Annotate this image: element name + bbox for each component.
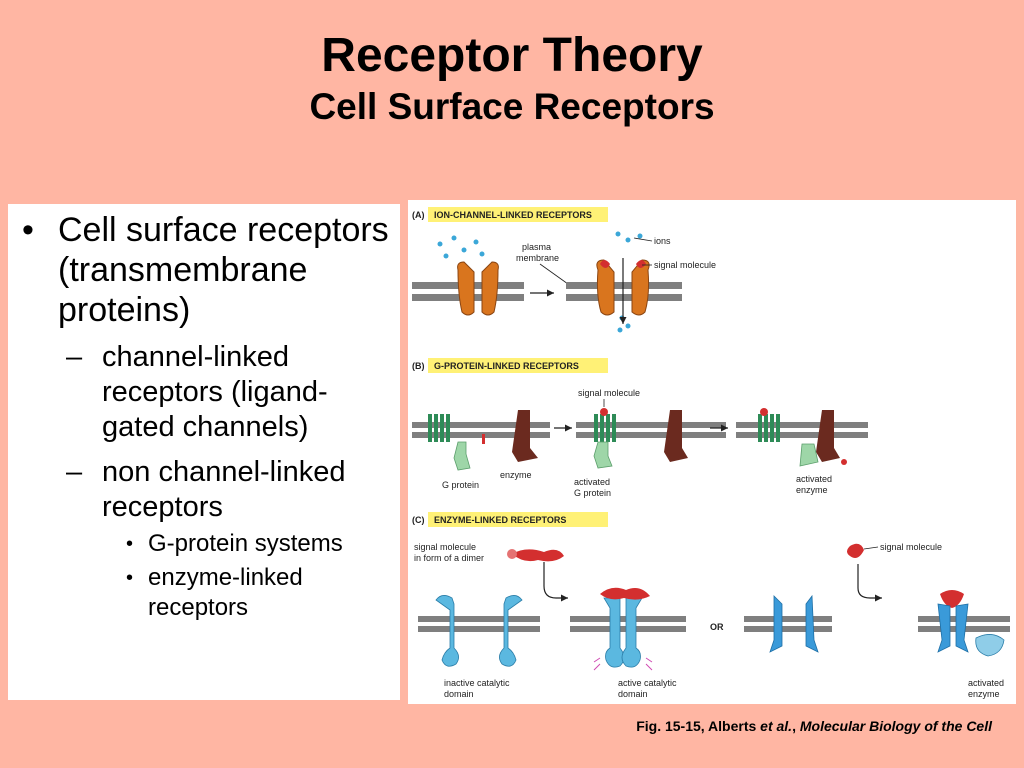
receptor-diagram: (A) ION-CHANNEL-LINKED RECEPTORS plasma … [412, 207, 1010, 699]
open-ion-channel [596, 259, 650, 316]
active-receptor-pair [603, 597, 643, 668]
panel-a-heading: ION-CHANNEL-LINKED RECEPTORS [434, 210, 592, 220]
enzyme-2 [664, 410, 688, 462]
panel-c-letter: (C) [412, 515, 425, 525]
panel-a-heading-highlight [428, 207, 608, 222]
ions-pointer [633, 237, 653, 242]
monomer-receptors [769, 594, 819, 653]
panel-b-heading-highlight [428, 358, 608, 373]
bullet-sub-1-text: channel-linked receptors (ligand-gated c… [102, 341, 328, 443]
label-inactive-1: inactive catalytic [444, 678, 510, 688]
bullet-dash: – [66, 341, 83, 373]
title-block: Receptor Theory Cell Surface Receptors [0, 28, 1024, 130]
panel-b-heading: G-PROTEIN-LINKED RECEPTORS [434, 361, 579, 371]
enzyme-activity-icon [841, 459, 847, 465]
bullet-dot: • [126, 533, 134, 555]
caption-separator: , [792, 718, 800, 734]
label-signal-dimer-1: signal molecule [414, 542, 476, 552]
signal-dimer-end [507, 549, 517, 559]
label-active-2: domain [618, 689, 648, 699]
label-membrane: membrane [516, 253, 559, 263]
gpcr-receptor-1 [428, 414, 450, 442]
caption-book: Molecular Biology of the Cell [799, 718, 992, 734]
slide-title: Receptor Theory [321, 29, 703, 82]
membrane-b-middle [576, 422, 726, 438]
signal-dimer [512, 549, 564, 562]
label-or: OR [710, 622, 724, 632]
label-activated-1: activated [574, 477, 610, 487]
bullet-text-box: • Cell surface receptors (transmembrane … [8, 204, 400, 700]
signal-molecule-b2 [760, 408, 768, 416]
activated-enzyme-b [816, 410, 840, 462]
label-activated-enzyme-c-1: activated [968, 678, 1004, 688]
membrane-pointer [539, 263, 569, 285]
signal-molecule-b [600, 408, 608, 416]
slide-subtitle: Cell Surface Receptors [309, 86, 715, 127]
label-signal-dimer-2: in form of a dimer [414, 553, 484, 563]
panel-c-heading: ENZYME-LINKED RECEPTORS [434, 515, 566, 525]
bullet-main: • Cell surface receptors (transmembrane … [8, 210, 400, 330]
label-ions: ions [654, 236, 671, 246]
gpcr-receptor-2 [594, 414, 616, 442]
signal-molecule-c [847, 543, 864, 558]
bound-signal-dimer [600, 587, 650, 600]
label-signal-molecule-c: signal molecule [880, 542, 942, 552]
receptor-figure: (A) ION-CHANNEL-LINKED RECEPTORS plasma … [408, 200, 1016, 704]
bullet-sub-2: – non channel-linked receptors [8, 455, 400, 525]
arrow-c-1 [543, 562, 568, 602]
bullet-sub-2-text: non channel-linked receptors [102, 456, 346, 523]
enzyme-1 [512, 410, 538, 462]
closed-ion-channel [457, 261, 499, 316]
bound-g-protein [799, 443, 819, 467]
membrane-c-left [418, 616, 540, 632]
activated-g-protein [593, 441, 613, 469]
panel-b-letter: (B) [412, 361, 425, 371]
membrane-a-right [566, 282, 682, 301]
bullet-dot: • [22, 211, 34, 249]
bullet-sub-1: – channel-linked receptors (ligand-gated… [8, 340, 400, 445]
label-activated-2: activated [796, 474, 832, 484]
label-plasma: plasma [522, 242, 551, 252]
bullet-sub-2-item-1: • G-protein systems [8, 529, 400, 559]
panel-c-heading-highlight [428, 512, 608, 527]
label-activated-enzyme-c-2: enzyme [968, 689, 1000, 699]
bullet-sub-2-item-2-text: enzyme-linked receptors [148, 564, 303, 621]
signal-molecule-a [600, 260, 646, 268]
catalytic-activity-burst [593, 657, 653, 671]
membrane-c-right-1 [744, 616, 832, 632]
label-g-protein: G protein [442, 480, 479, 490]
caption-prefix: Fig. 15-15, Alberts [636, 718, 761, 734]
caption-etal: et al. [760, 718, 793, 734]
label-activated-g-protein: G protein [574, 488, 611, 498]
bullet-main-text: Cell surface receptors (transmembrane pr… [58, 211, 389, 329]
signal-pointer-c [863, 546, 879, 550]
label-signal-molecule-b: signal molecule [578, 388, 640, 398]
label-inactive-2: domain [444, 689, 474, 699]
bullet-sub-2-item-2: • enzyme-linked receptors [8, 563, 400, 623]
g-protein-1 [453, 441, 471, 471]
g-protein-anchor [482, 434, 485, 444]
activated-enzyme-c [975, 634, 1005, 657]
inactive-receptor-pair [435, 595, 523, 667]
ions-outside [437, 235, 485, 259]
dimerized-receptors [937, 603, 969, 653]
panel-a-letter: (A) [412, 210, 425, 220]
label-active-1: active catalytic [618, 678, 677, 688]
label-enzyme: enzyme [500, 470, 532, 480]
membrane-b-left [412, 422, 550, 438]
bullet-dash: – [66, 456, 83, 488]
figure-caption: Fig. 15-15, Alberts et al., Molecular Bi… [636, 718, 992, 734]
bullet-dot: • [126, 567, 134, 589]
membrane-b-right [736, 422, 868, 438]
arrow-c-2 [857, 564, 882, 602]
label-activated-enzyme: enzyme [796, 485, 828, 495]
gpcr-receptor-3 [758, 414, 780, 442]
bullet-sub-2-item-1-text: G-protein systems [148, 530, 343, 557]
label-signal-molecule-a: signal molecule [654, 260, 716, 270]
bound-signal-c [940, 590, 964, 608]
